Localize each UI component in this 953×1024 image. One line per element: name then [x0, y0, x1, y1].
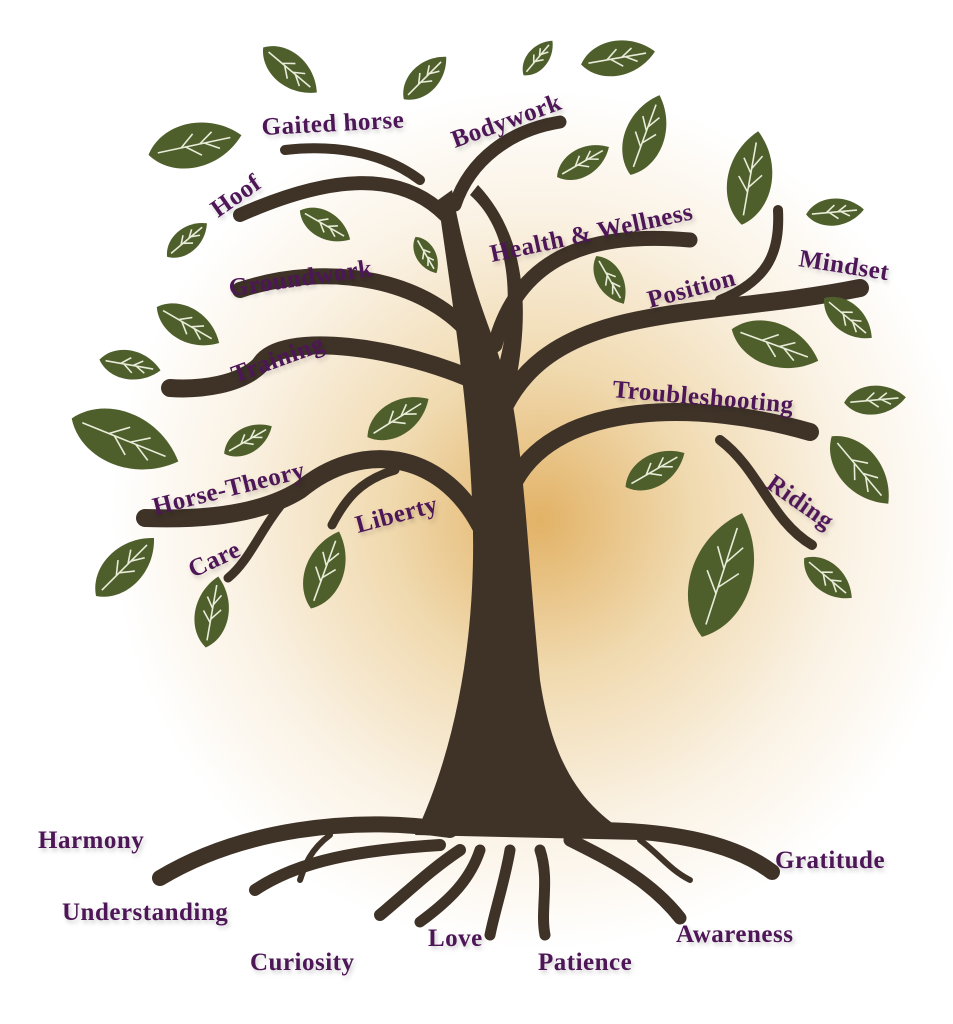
leaf-icon — [593, 256, 626, 304]
root-center — [484, 844, 516, 941]
leaf-vein — [525, 44, 550, 73]
leaf-blade — [687, 513, 755, 637]
leaf-vein — [631, 456, 678, 485]
leaf-icon — [726, 131, 773, 225]
leaf-icon — [95, 538, 154, 597]
leaf-icon — [299, 207, 351, 242]
leaf-icon — [413, 236, 438, 274]
branch-gaited — [280, 143, 425, 185]
root-awareness — [563, 833, 687, 925]
trunk — [415, 185, 640, 840]
root-harmony — [152, 816, 458, 886]
leaf-icon — [148, 122, 242, 169]
branch-mindset-up — [715, 205, 784, 305]
label-gratitude: Gratitude — [775, 847, 885, 874]
leaf-icon — [806, 198, 864, 226]
leaf-vein — [561, 149, 604, 175]
leaf-icon — [194, 576, 229, 648]
leaf-icon — [804, 556, 852, 599]
leaf-vein — [738, 142, 764, 216]
root-gratitude — [582, 822, 780, 880]
leaf-icon — [224, 424, 272, 457]
leaf-vein — [101, 544, 148, 591]
leaf-vein — [157, 131, 231, 156]
root-small-1 — [297, 832, 333, 883]
leaf-icon — [303, 531, 346, 609]
leaf-vein — [202, 584, 223, 641]
leaf-vein — [170, 226, 203, 254]
label-understanding: Understanding — [62, 899, 228, 926]
leaf-icon — [99, 349, 161, 380]
label-love: Love — [428, 925, 483, 952]
root-curiosity — [374, 844, 466, 921]
leaf-icon — [844, 385, 906, 415]
leaf-vein — [740, 331, 809, 362]
leaf-icon — [830, 436, 889, 504]
branch-bodywork — [448, 115, 567, 212]
leaf-vein — [598, 260, 622, 299]
leaf-vein — [313, 540, 340, 602]
leaf-icon — [156, 303, 220, 346]
label-harmony: Harmony — [38, 827, 144, 854]
leaf-vein — [373, 402, 422, 434]
branch-groundwork — [232, 268, 483, 348]
leaf-vein — [82, 422, 166, 461]
label-patience: Patience — [538, 949, 632, 976]
leaf-icon — [731, 320, 819, 369]
leaf-vein — [836, 442, 883, 497]
leaves — [71, 40, 906, 648]
leaf-vein — [304, 212, 345, 238]
leaf-vein — [407, 61, 442, 96]
root-love — [414, 844, 486, 928]
leaf-icon — [71, 408, 179, 470]
branch-health — [487, 230, 698, 353]
leaf-vein — [105, 356, 154, 374]
leaf-icon — [625, 450, 685, 491]
leaf-vein — [416, 240, 435, 270]
branch-troubleshooting — [506, 403, 819, 489]
tree-trunk-and-branches — [136, 115, 869, 941]
leaf-icon — [263, 46, 317, 93]
root-patience — [534, 844, 551, 941]
leaf-vein — [588, 47, 647, 67]
leaf-icon — [367, 397, 429, 441]
leaf-icon — [687, 513, 755, 637]
leaf-vein — [811, 204, 858, 220]
branch-riding — [715, 435, 817, 550]
leaf-blade — [71, 408, 179, 470]
branch-position — [496, 279, 869, 414]
leaf-vein — [162, 309, 213, 341]
label-curiosity: Curiosity — [250, 949, 355, 976]
leaf-vein — [228, 428, 267, 452]
leaf-icon — [522, 40, 553, 76]
label-awareness: Awareness — [676, 921, 793, 948]
leaf-icon — [581, 40, 655, 77]
leaf-icon — [557, 145, 609, 181]
leaf-icon — [622, 95, 667, 175]
branch-training — [161, 336, 494, 398]
branch-liberty — [327, 465, 400, 530]
branch-horse-theory — [136, 450, 489, 534]
leaf-icon — [824, 296, 872, 339]
root-small-2 — [637, 837, 693, 883]
branch-care — [223, 495, 290, 583]
leaf-vein — [268, 51, 311, 88]
leaf-icon — [403, 56, 447, 100]
leaf-vein — [850, 392, 899, 408]
branch-hoof — [233, 176, 452, 222]
leaf-vein — [632, 104, 660, 168]
leaf-vein — [828, 301, 867, 334]
leaf-vein — [808, 561, 847, 594]
leaf-icon — [167, 223, 207, 258]
leaf-vein — [705, 527, 744, 625]
root-understanding — [249, 839, 446, 896]
